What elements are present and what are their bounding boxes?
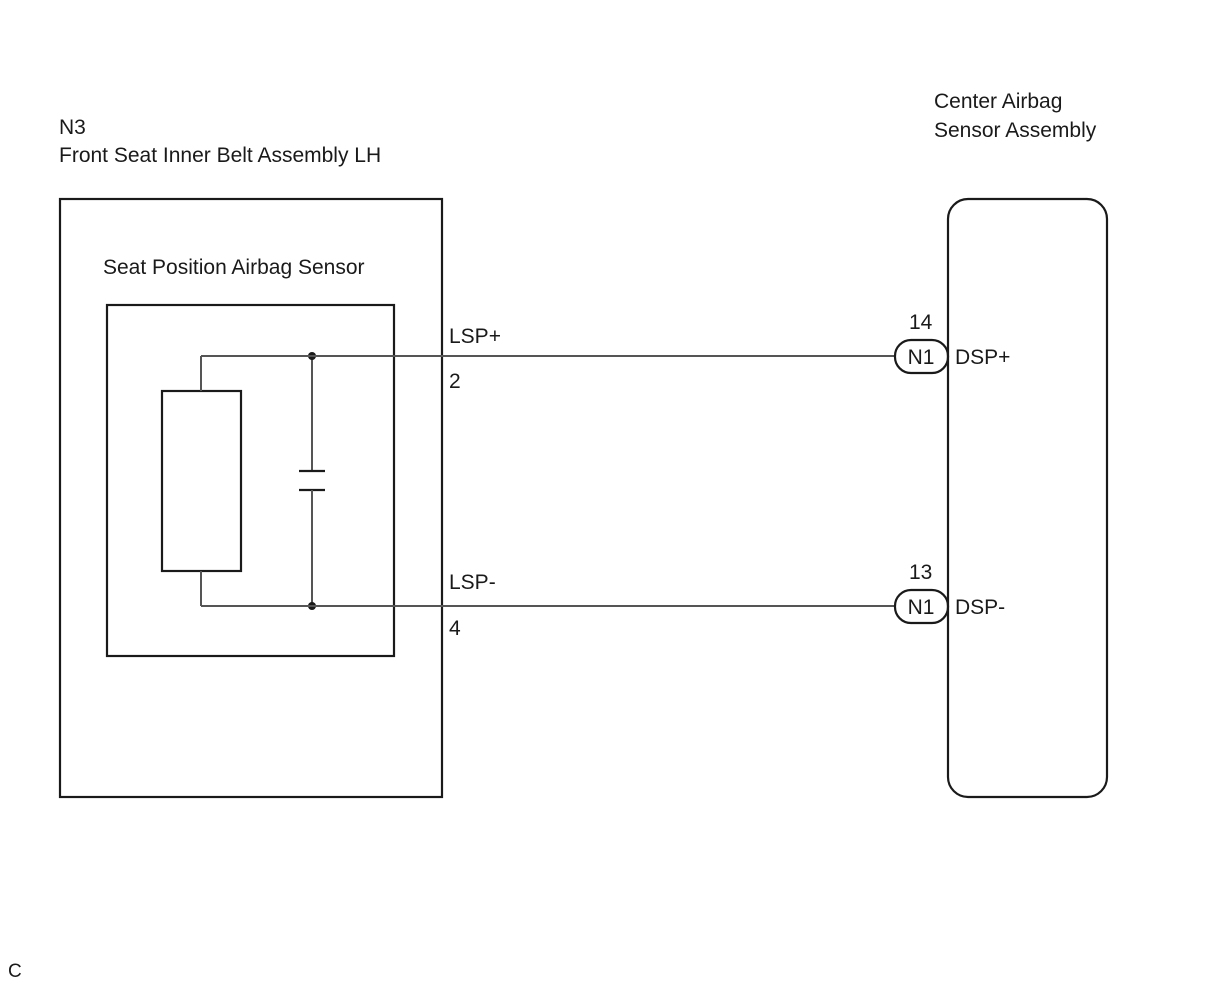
footer-code: C	[8, 961, 22, 982]
right-component-box	[946, 197, 1109, 799]
resistor-symbol	[160, 389, 243, 573]
left-signal-top: LSP+	[449, 325, 501, 348]
left-component-box	[58, 197, 444, 799]
sensor-box	[105, 303, 396, 658]
right-signal-bottom: DSP-	[955, 596, 1005, 619]
right-pin-bottom: 13	[909, 561, 932, 584]
right-signal-top: DSP+	[955, 346, 1010, 369]
sensor-label: Seat Position Airbag Sensor	[103, 256, 365, 279]
left-component-name: Front Seat Inner Belt Assembly LH	[59, 144, 381, 167]
right-pin-top: 14	[909, 311, 933, 334]
connector-bottom	[893, 588, 950, 625]
right-component-name-line1: Center Airbag	[934, 90, 1062, 113]
right-component-name-line2: Sensor Assembly	[934, 119, 1097, 142]
left-component-code: N3	[59, 116, 86, 139]
left-pin-top: 2	[449, 370, 461, 393]
left-pin-bottom: 4	[449, 617, 461, 640]
connector-top	[893, 338, 950, 375]
connector-top-label: N1	[908, 346, 935, 369]
left-signal-bottom: LSP-	[449, 571, 496, 594]
connector-bottom-label: N1	[908, 596, 935, 619]
